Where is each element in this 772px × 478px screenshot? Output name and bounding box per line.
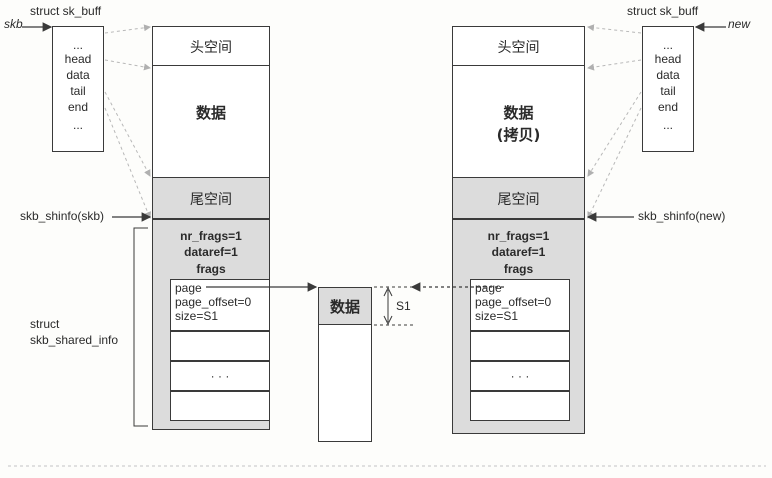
left-frag-slot [170, 391, 270, 421]
right-nr-frags: nr_frags=1 [487, 229, 550, 243]
left-frags-label: frags [196, 262, 226, 276]
left-dataref: dataref=1 [184, 245, 238, 259]
shared-info-label-line1: struct [30, 317, 60, 331]
right-new-pointer-label: new [728, 17, 751, 31]
shared-info-bracket [133, 227, 148, 427]
left-headroom [152, 26, 270, 66]
left-data-label: 数据 [195, 104, 226, 122]
right-sk-buff-title: struct sk_buff [627, 4, 699, 18]
shared-info-label-line2: skb_shared_info [30, 333, 119, 347]
right-data-label: 数据 [503, 104, 534, 122]
left-sk-buff-field-end: end [67, 100, 89, 114]
right-frag-slot [470, 331, 570, 361]
right-shinfo-label: skb_shinfo(new) [638, 209, 726, 223]
left-frag-page: page [175, 281, 202, 295]
right-sk-buff-field-end: end [657, 100, 679, 114]
left-frag-entry: page page_offset=0 size=S1 [170, 279, 270, 331]
s1-dimension [374, 286, 414, 326]
right-frag-size: size=S1 [475, 309, 519, 323]
left-tailroom [152, 177, 270, 219]
right-sk-buff-field: ... [662, 38, 673, 52]
left-headroom-label: 头空间 [190, 40, 232, 56]
right-frag-slot [470, 391, 570, 421]
right-sk-buff-field-data: data [656, 68, 680, 82]
left-frags-ellipsis: · · · [210, 369, 230, 383]
page-data-area [318, 287, 372, 325]
right-sk-buff-struct [642, 26, 694, 152]
right-dataref: dataref=1 [491, 245, 546, 259]
left-nr-frags: nr_frags=1 [180, 229, 242, 243]
left-frag-slot [170, 331, 270, 361]
left-tailroom-label: 尾空间 [190, 192, 232, 208]
right-headroom-label: 头空间 [497, 40, 540, 56]
left-skb-pointer-label: skb [4, 17, 23, 31]
right-frag-entry: page page_offset=0 size=S1 [470, 279, 570, 331]
right-tailroom [452, 177, 585, 219]
page-data-label: 数据 [329, 298, 360, 316]
right-frag-slot: · · · [470, 361, 570, 391]
left-sk-buff-field-data: data [66, 68, 90, 82]
right-frags-label: frags [503, 262, 534, 276]
right-frag-page-offset: page_offset=0 [475, 295, 552, 309]
left-sk-buff-field: ... [72, 118, 83, 132]
left-frag-size: size=S1 [175, 309, 219, 323]
left-sk-buff-field-head: head [64, 52, 92, 66]
left-sk-buff-field: ... [72, 38, 83, 52]
right-sk-buff-field: ... [662, 118, 673, 132]
left-sk-buff-title: struct sk_buff [30, 4, 102, 18]
right-sk-buff-field-tail: tail [660, 84, 676, 98]
left-sk-buff-struct [52, 26, 104, 152]
left-frag-page-offset: page_offset=0 [175, 295, 252, 309]
right-tailroom-label: 尾空间 [497, 192, 540, 208]
right-data-copy-label: (拷贝) [496, 126, 541, 144]
right-headroom [452, 26, 585, 66]
right-field-pointers [587, 24, 642, 219]
right-frag-page: page [475, 281, 502, 295]
left-sk-buff-field-tail: tail [70, 84, 86, 98]
left-frag-slot: · · · [170, 361, 270, 391]
left-field-pointers [104, 24, 151, 219]
page-size-label: S1 [396, 299, 411, 313]
right-frags-ellipsis: · · · [510, 369, 530, 383]
left-shinfo-label: skb_shinfo(skb) [20, 209, 105, 223]
right-sk-buff-field-head: head [654, 52, 682, 66]
